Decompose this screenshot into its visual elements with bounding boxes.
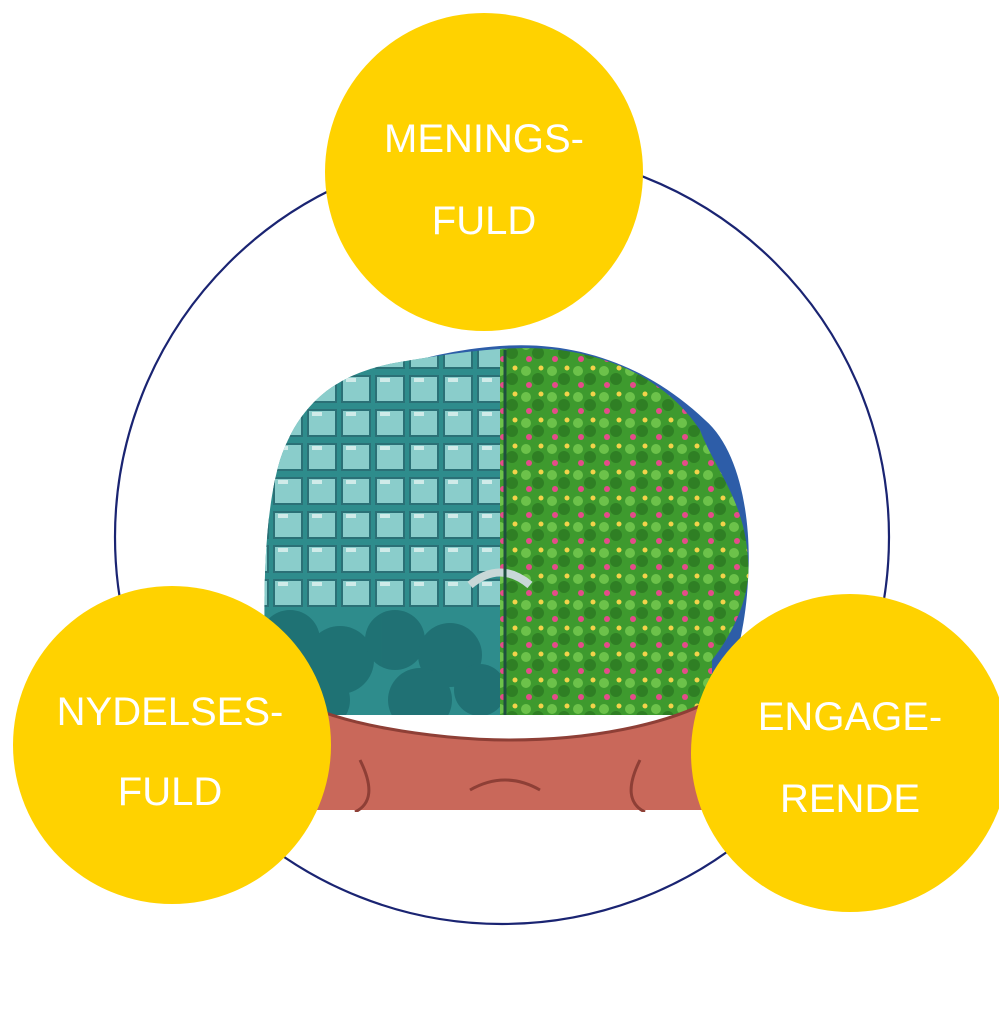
node-nydelsesfuld: NYDELSES- FULD bbox=[13, 586, 331, 904]
node-label-line2: FULD bbox=[118, 770, 222, 814]
node-circle bbox=[13, 586, 331, 904]
node-engagerende: ENGAGE- RENDE bbox=[691, 594, 999, 912]
node-label-line1: ENGAGE- bbox=[758, 695, 942, 739]
node-label-line2: RENDE bbox=[780, 777, 920, 821]
node-circle bbox=[325, 13, 643, 331]
node-meningsfuld: MENINGS- FULD bbox=[325, 13, 643, 331]
node-circle bbox=[691, 594, 999, 912]
brain-illustration bbox=[264, 345, 749, 842]
node-label-line1: MENINGS- bbox=[384, 117, 584, 161]
skull-base bbox=[298, 700, 712, 810]
node-label-line1: NYDELSES- bbox=[57, 690, 284, 734]
node-label-line2: FULD bbox=[432, 199, 536, 243]
